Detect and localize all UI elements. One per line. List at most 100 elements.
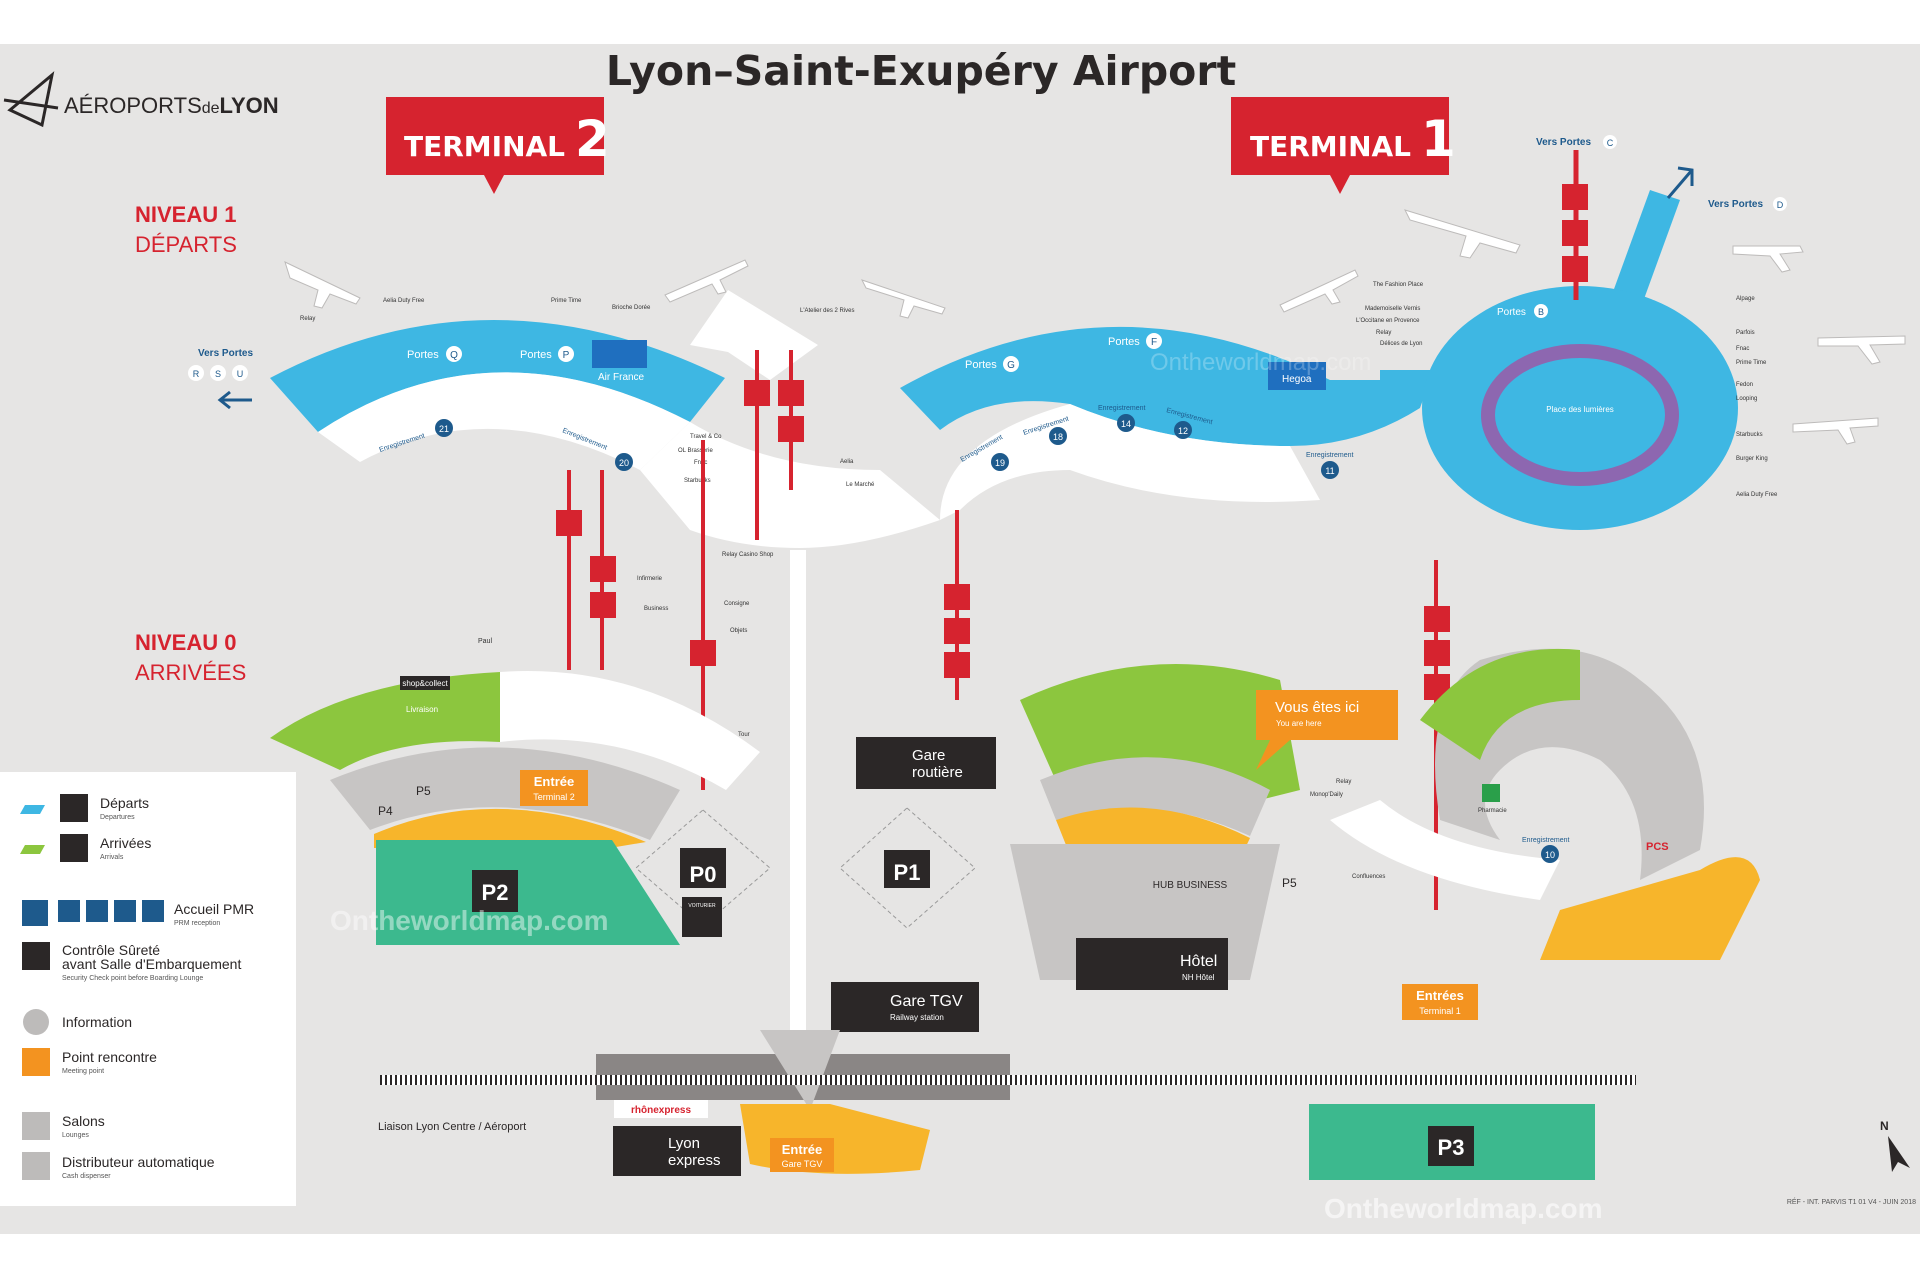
checkin-19-number: 19 xyxy=(995,458,1005,468)
shop-relay-casino: Relay Casino Shop xyxy=(722,552,774,558)
shop-relay-t2: Relay xyxy=(300,316,315,322)
hegoa-lounge xyxy=(1268,362,1326,390)
gate-g-label: Portes xyxy=(965,359,997,371)
gare-tgv-label: Gare TGV xyxy=(890,993,963,1010)
shop-prime-t2: Prime Time xyxy=(551,298,582,304)
shop-fnac-central: Fnac xyxy=(694,460,707,466)
you-are-here-label: Vous êtes ici xyxy=(1275,699,1359,716)
entree-t2-sub: Terminal 2 xyxy=(533,792,575,802)
terminal-2-drop-off xyxy=(330,747,680,840)
pharmacie-icon xyxy=(1482,784,1500,802)
lyon-express-sign xyxy=(613,1126,741,1176)
checkin-20-badge xyxy=(615,453,633,471)
watermark-left: Ontheworldmap.com xyxy=(330,905,608,936)
terminal-1-banner: TERMINAL 1 xyxy=(1231,97,1456,194)
t1-mademoiselle: Mademoiselle Vernis xyxy=(1365,306,1420,312)
terminal-2-arrivals-area xyxy=(270,672,500,770)
shop-brioche-t2: Brioche Dorée xyxy=(612,305,651,311)
gate-p-badge xyxy=(558,346,574,362)
legend-lounges-sub: Lounges xyxy=(62,1132,89,1139)
vers-portes-c-label: Vers Portes xyxy=(1536,137,1591,148)
north-label: N xyxy=(1880,1119,1889,1133)
place-des-lumieres-label: Place des lumières xyxy=(1546,405,1614,414)
gate-r-letter: R xyxy=(193,369,200,379)
gate-f-letter: F xyxy=(1151,337,1157,348)
legend-pmr-icons xyxy=(22,900,164,926)
gare-routiere-sign xyxy=(856,737,996,789)
t1-relay: Relay xyxy=(1376,330,1391,336)
checkin-21-number: 21 xyxy=(439,424,449,434)
paul-label: Paul xyxy=(478,638,492,645)
legend-departures-title: Départs xyxy=(100,795,149,811)
legend-pmr-title: Accueil PMR xyxy=(174,901,254,917)
voiturier-badge xyxy=(682,897,722,937)
legend-cash-title: Distributeur automatique xyxy=(62,1154,215,1170)
terminal-2-number: 2 xyxy=(575,110,610,168)
gare-routiere-label-2: routière xyxy=(912,764,963,781)
tour-operateurs-label: Tour xyxy=(738,732,750,738)
shop-looping: Looping xyxy=(1736,396,1757,402)
legend: Départs Departures Arrivées Arrivals Acc… xyxy=(20,794,254,1180)
t1-right-shops: Alpage Parfois Fnac Prime Time Fedon Loo… xyxy=(1736,296,1778,498)
pharmacie-label: Pharmacie xyxy=(1478,808,1507,814)
legend-arrivals-swatch xyxy=(20,845,45,854)
vers-portes-rsu-label: Vers Portes xyxy=(198,348,253,359)
rhonexpress-logo: rhônexpress xyxy=(631,1105,691,1116)
p0-label: P0 xyxy=(690,862,717,887)
gare-tgv-sign xyxy=(831,982,979,1032)
shop-alpage: Alpage xyxy=(1736,296,1755,302)
you-are-here-pointer xyxy=(1256,740,1290,770)
shop-marche: Le Marché xyxy=(846,482,875,488)
watermark-bottom: Ontheworldmap.com xyxy=(1324,1193,1602,1224)
shop-prime-t1: Prime Time xyxy=(1736,360,1767,366)
hegoa-label: Hegoa xyxy=(1282,374,1312,385)
gate-q-badge xyxy=(446,346,462,362)
hotel-sub: NH Hôtel xyxy=(1182,973,1215,982)
airplane-icon xyxy=(284,209,1906,445)
confluences-label: Confluences xyxy=(1352,874,1385,880)
legend-security-title-2: avant Salle d'Embarquement xyxy=(62,956,241,972)
shop-aelia-t1: Aelia Duty Free xyxy=(1736,492,1778,498)
entree-t1-badge xyxy=(1402,984,1478,1020)
p3-badge xyxy=(1428,1126,1474,1166)
shop-aelia-mode: Aelia xyxy=(840,459,854,465)
gate-f-badge xyxy=(1146,333,1162,349)
entree-t1-sub: Terminal 1 xyxy=(1419,1006,1461,1016)
legend-pmr-sub: PRM reception xyxy=(174,920,220,927)
checkin-11-badge xyxy=(1321,461,1339,479)
checkin-18-number: 18 xyxy=(1053,432,1063,442)
gate-b-label: Portes xyxy=(1497,307,1526,318)
brand-prefix: AÉROPORTS xyxy=(64,93,202,118)
terminal-1-number: 1 xyxy=(1421,110,1456,168)
hub-business-label: HUB BUSINESS xyxy=(1153,880,1228,891)
shop-ol: OL Brasserie xyxy=(678,448,713,454)
relay-arrivals-label: Relay xyxy=(1336,779,1351,785)
railway-track xyxy=(380,1075,1636,1085)
livraison-t2-label: Livraison xyxy=(406,705,438,714)
gate-f-label: Portes xyxy=(1108,336,1140,348)
legend-departures-swatch xyxy=(20,805,45,814)
terminal-1-arrivals-green xyxy=(1420,648,1580,760)
legend-information-icon xyxy=(23,1009,49,1035)
p1-badge xyxy=(884,850,930,888)
left-arrow-icon xyxy=(217,390,252,410)
legend-security-sub: Security Check point before Boarding Lou… xyxy=(62,975,203,982)
checkin-18-badge xyxy=(1049,427,1067,445)
infirmerie-label: Infirmerie xyxy=(637,576,663,582)
gate-p-label: Portes xyxy=(520,349,552,361)
gate-g-letter: G xyxy=(1007,360,1015,371)
legend-departures-icon xyxy=(60,794,88,822)
shop-collect-t2 xyxy=(400,676,450,690)
rhonexpress-logo-box xyxy=(614,1100,708,1118)
gate-u-letter: U xyxy=(237,369,244,379)
legend-security-title: Contrôle Sûreté xyxy=(62,942,160,958)
escalator-icons xyxy=(556,184,1588,700)
terminal-1-word: TERMINAL xyxy=(1250,130,1411,163)
p2-badge xyxy=(472,870,518,912)
gate-g-badge xyxy=(1003,356,1019,372)
shop-parfois: Parfois xyxy=(1736,330,1755,336)
checkin-14-badge xyxy=(1117,414,1135,432)
brand-name: LYON xyxy=(220,93,279,118)
